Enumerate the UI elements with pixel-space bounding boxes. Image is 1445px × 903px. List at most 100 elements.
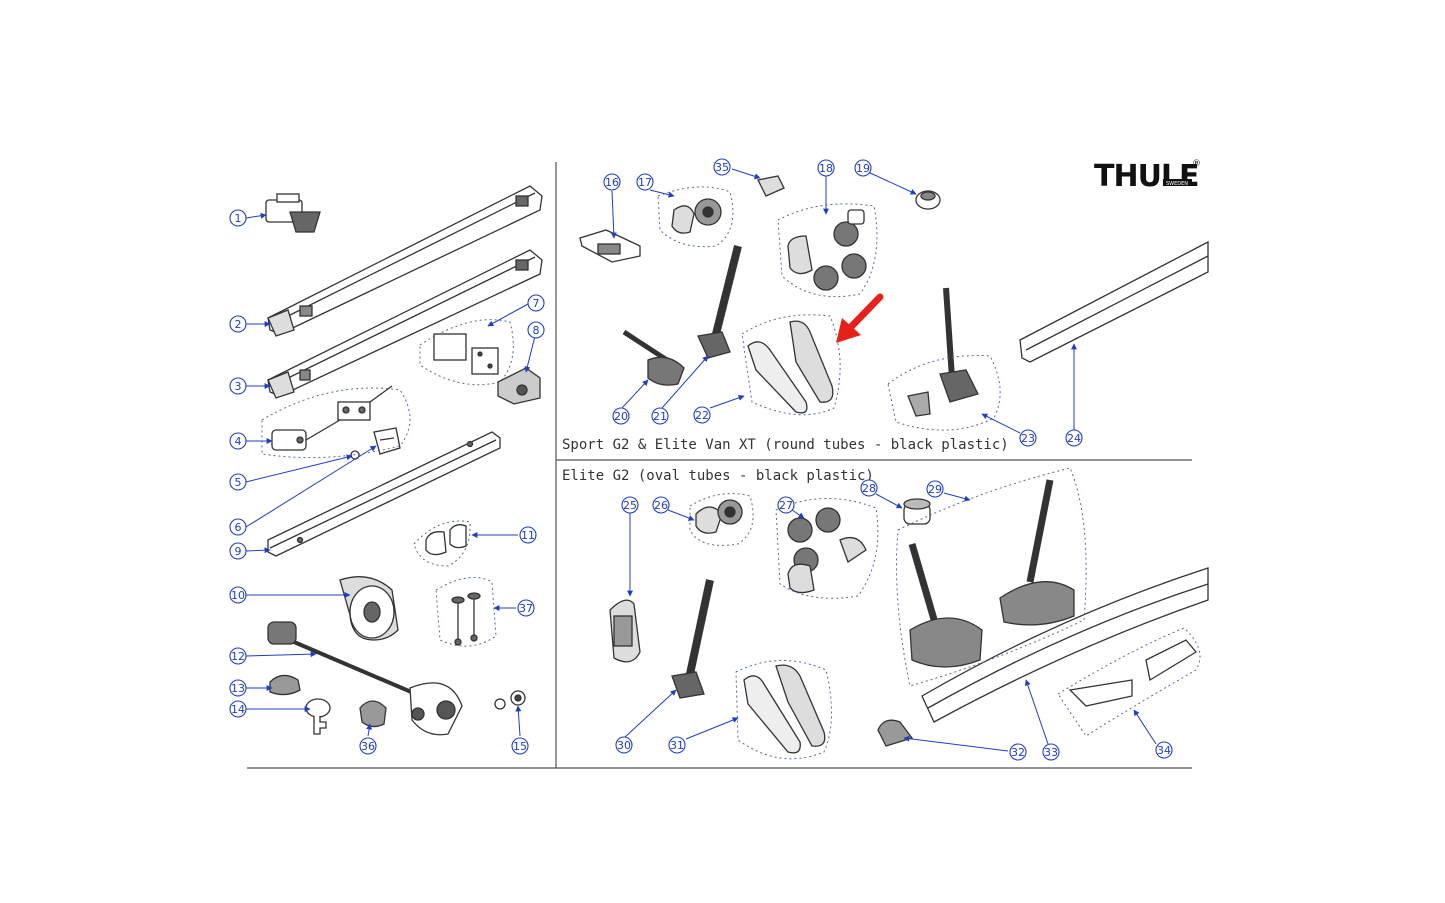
callout-number: 17 [638, 176, 652, 189]
callout-number: 28 [862, 482, 876, 495]
callout-number: 6 [235, 521, 242, 534]
highlight-arrow-icon [836, 293, 884, 343]
callout-number: 27 [779, 499, 793, 512]
callout-number: 25 [623, 499, 637, 512]
part-29-uprights [908, 479, 1075, 668]
part-17-knobs [671, 198, 722, 234]
callout-number: 15 [513, 740, 527, 753]
callout-number: 34 [1157, 744, 1171, 757]
part-8-bracket [497, 367, 541, 405]
callout-3 [229, 377, 247, 395]
callout-number: 13 [231, 682, 245, 695]
callout-15 [511, 737, 529, 755]
group-outlines-round [657, 186, 1001, 431]
callout-number: 32 [1011, 746, 1025, 759]
callout-number: 21 [653, 410, 667, 423]
callout-number: 35 [715, 161, 729, 174]
part-2-rail [267, 185, 543, 337]
callout-number: 31 [670, 739, 684, 752]
part-24-tube [1019, 240, 1209, 363]
callout-number: 12 [231, 650, 245, 663]
callout-27 [777, 496, 795, 514]
callout-12 [229, 647, 247, 665]
callout-number: 2 [235, 318, 242, 331]
section-label-round-tubes: Sport G2 & Elite Van XT (round tubes - b… [562, 437, 1009, 453]
part-18-fittings [787, 209, 867, 291]
part-31-jaw-covers [743, 664, 826, 754]
part-25-jaw [609, 599, 641, 663]
callout-number: 30 [617, 739, 631, 752]
callout-22 [693, 406, 711, 424]
callout-number: 24 [1067, 432, 1081, 445]
callout-number: 14 [231, 703, 245, 716]
callout-number: 7 [533, 297, 540, 310]
callout-9 [229, 542, 247, 560]
part-drawings [265, 185, 543, 736]
callout-number: 4 [235, 435, 242, 448]
callout-number: 3 [235, 380, 242, 393]
part-10-strap-roll [339, 576, 399, 641]
callout-numbers: 1 2 3 4 5 6 9 10 12 13 14 7 8 11 37 36 1… [231, 161, 1171, 759]
callout-number: 29 [928, 483, 942, 496]
part-30-upright [671, 579, 714, 699]
callout-14 [229, 700, 247, 718]
callout-4 [229, 432, 247, 450]
callout-number: 8 [533, 324, 540, 337]
part-23-upright [907, 287, 979, 417]
callout-25 [621, 496, 639, 514]
panel-dividers [247, 162, 1192, 769]
part-36-knob [359, 700, 387, 728]
part-32-cap [877, 719, 914, 747]
section-label-oval-tubes: Elite G2 (oval tubes - black plastic) [562, 468, 874, 484]
callout-37 [517, 599, 535, 617]
part-3-rail [267, 249, 543, 399]
callout-number: 9 [235, 545, 242, 558]
thule-logo: THULE ® SWEDEN [1094, 159, 1201, 194]
group-outlines-left [261, 319, 514, 647]
callout-number: 33 [1044, 746, 1058, 759]
part-26-knobs [695, 499, 743, 534]
brand-sub: SWEDEN [1166, 181, 1188, 187]
part-33-oval-tube [921, 567, 1209, 723]
callout-number: 23 [1021, 432, 1035, 445]
callout-30 [615, 736, 633, 754]
part-drawings-small [425, 333, 541, 646]
callout-number: 26 [654, 499, 668, 512]
part-1-end-plug [265, 193, 321, 233]
part-7-pads [433, 333, 499, 375]
part-34-brackets [1068, 639, 1197, 707]
callout-36 [359, 737, 377, 755]
part-14-key [305, 698, 331, 735]
callout-20 [612, 407, 630, 425]
callout-26 [652, 496, 670, 514]
part-20-arm [622, 329, 685, 386]
part-15-nut [494, 690, 526, 710]
callout-29 [926, 480, 944, 498]
part-27-fittings [787, 507, 867, 594]
callout-6 [229, 518, 247, 536]
callout-number: 10 [231, 589, 245, 602]
callout-31 [668, 736, 686, 754]
part-11-clips [425, 524, 467, 556]
callouts [229, 158, 1173, 761]
callout-number: 22 [695, 409, 709, 422]
part-19-collar [915, 190, 941, 210]
callout-2 [229, 315, 247, 333]
callout-number: 5 [235, 476, 242, 489]
callout-18 [817, 159, 835, 177]
leader-lines [245, 168, 1157, 752]
group-outlines-oval [689, 467, 1201, 760]
part-6-clip [373, 427, 401, 455]
callout-11 [519, 526, 537, 544]
callout-10 [229, 586, 247, 604]
callout-28 [860, 479, 878, 497]
brand-registered-mark: ® [1192, 159, 1201, 169]
callout-32 [1009, 743, 1027, 761]
callout-24 [1065, 429, 1083, 447]
callout-35 [713, 158, 731, 176]
callout-17 [636, 173, 654, 191]
callout-1 [229, 209, 247, 227]
callout-5 [229, 473, 247, 491]
part-4-clamp [271, 385, 393, 451]
